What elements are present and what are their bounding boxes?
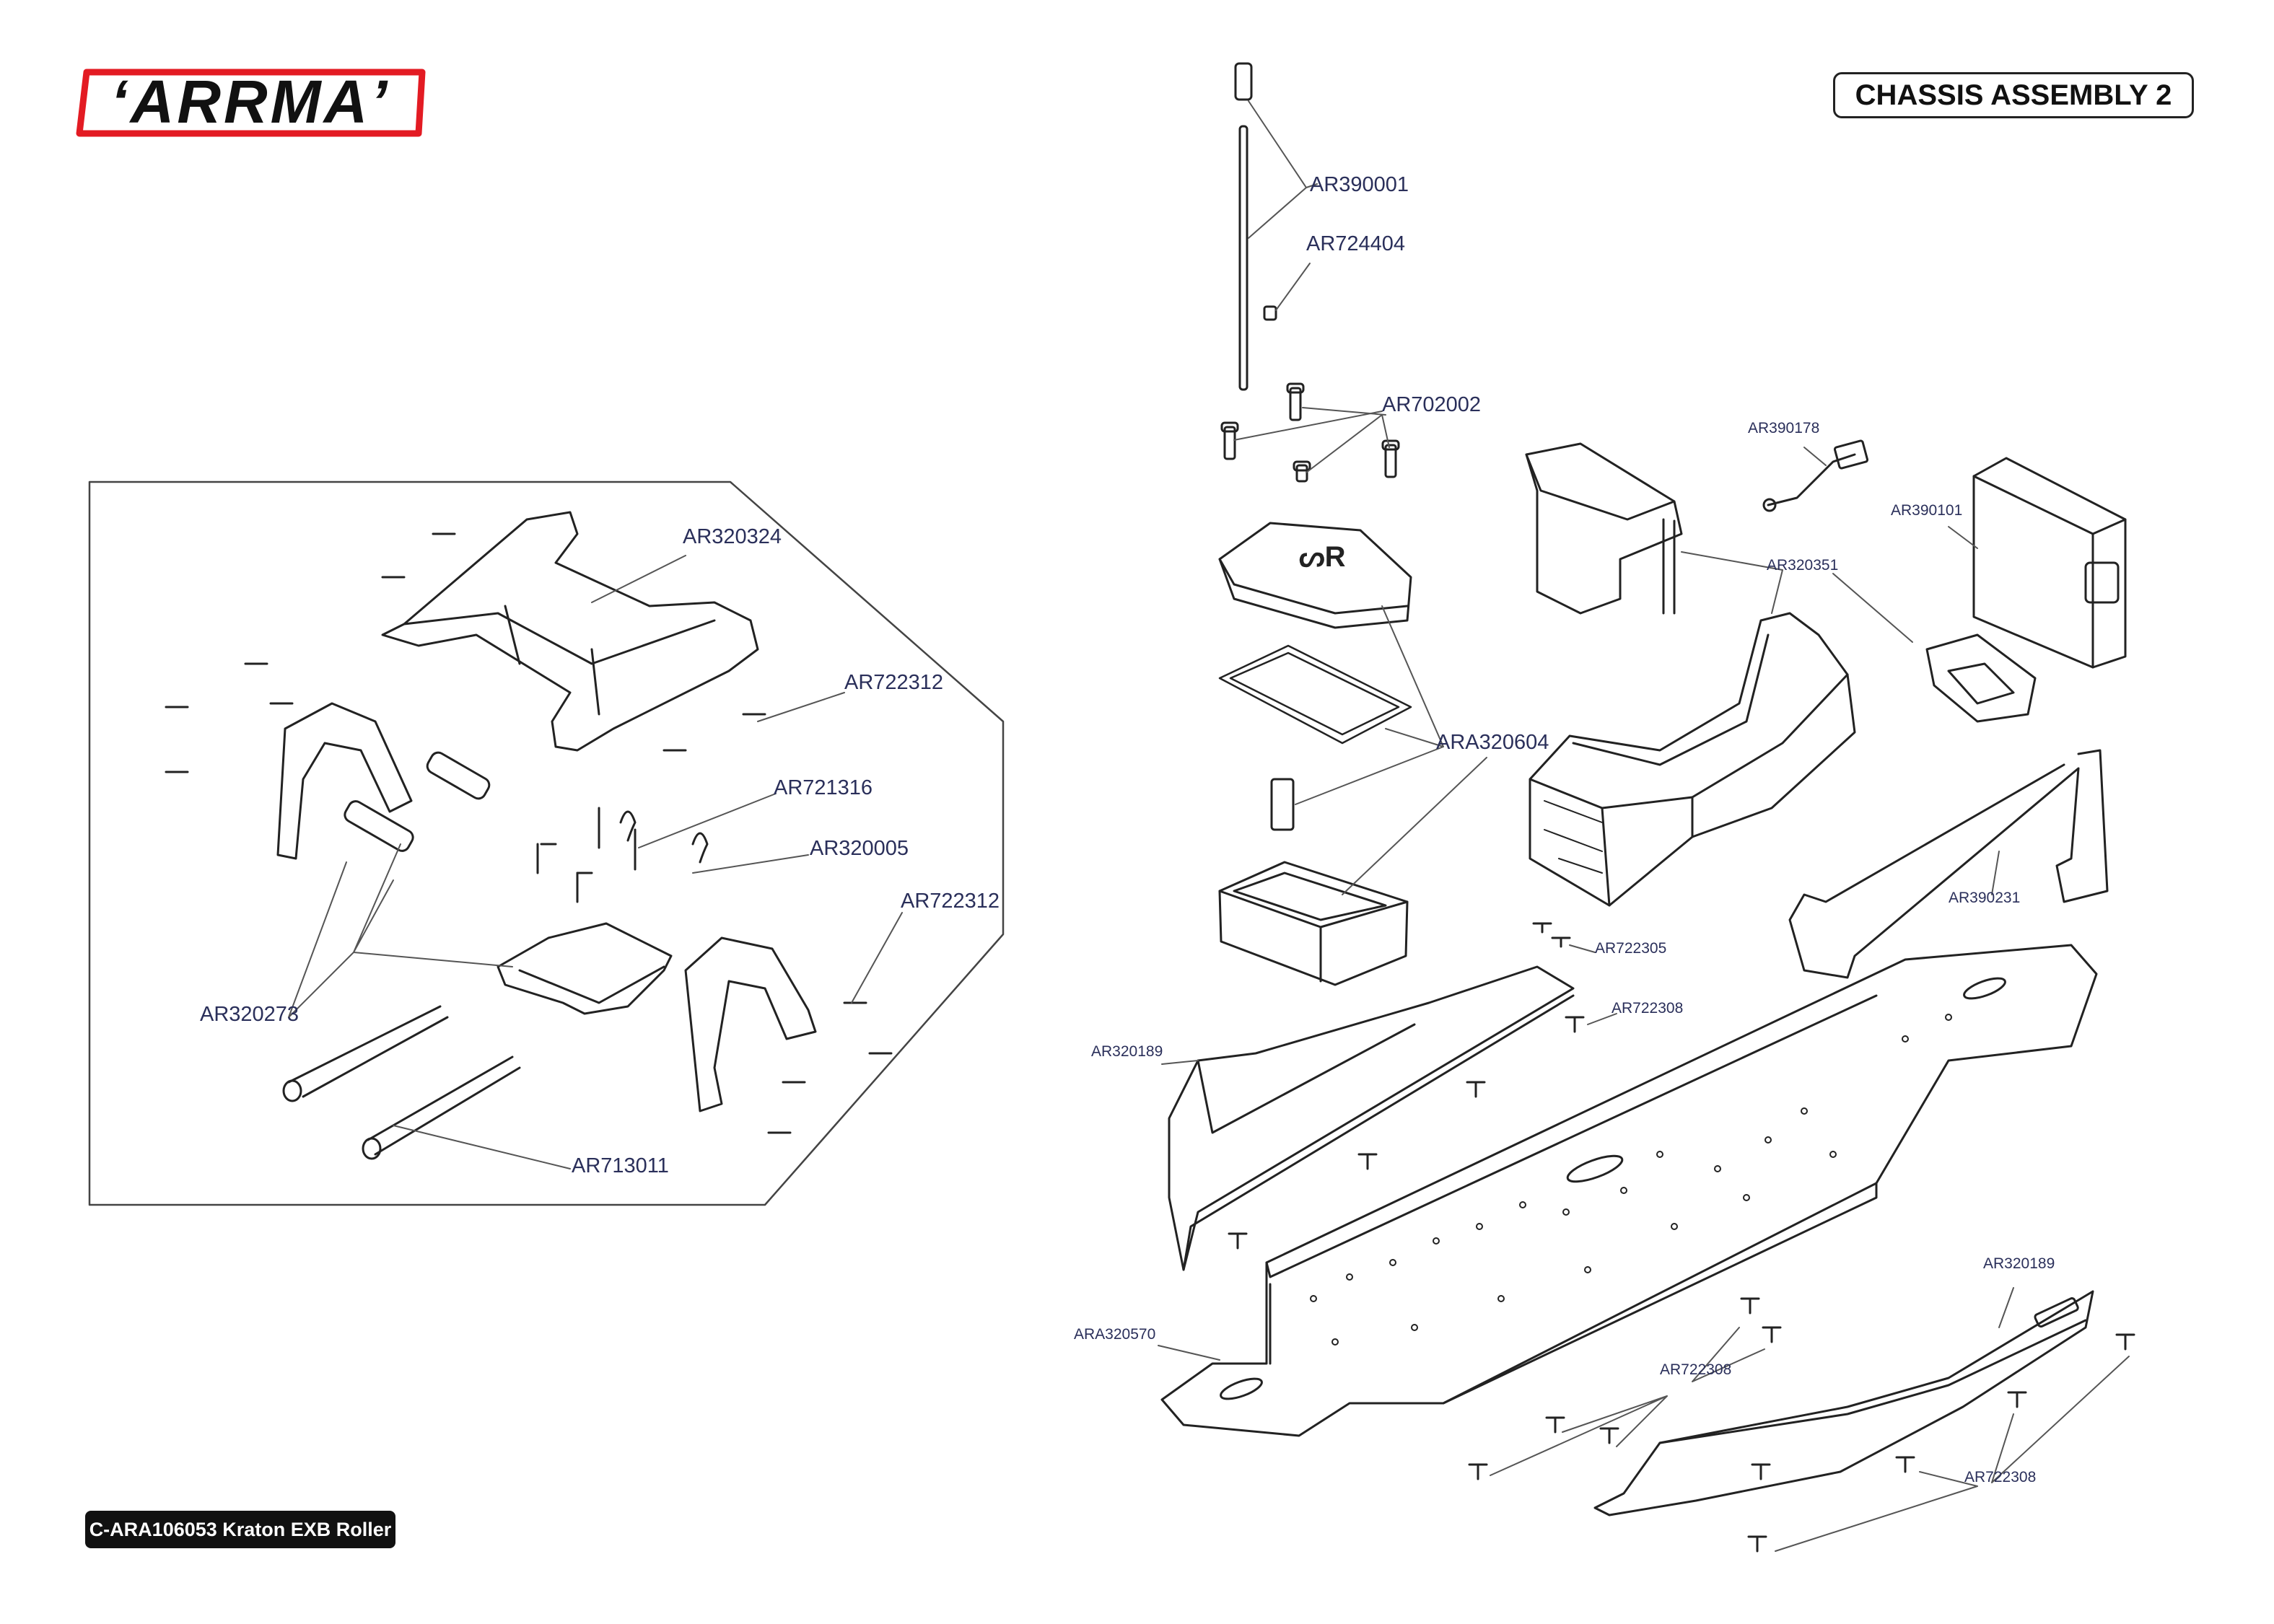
front-bumper bbox=[381, 511, 759, 752]
receiver-box-lid: ᔕR bbox=[1218, 522, 1412, 629]
battery-tray bbox=[1529, 612, 1856, 907]
callout-ar713011: AR713011 bbox=[572, 1154, 669, 1177]
svg-text:ᔕR: ᔕR bbox=[1299, 541, 1346, 573]
receiver-box-gasket bbox=[1218, 644, 1412, 745]
callout-ar724404: AR724404 bbox=[1306, 232, 1406, 255]
receiver-foam-block bbox=[1270, 778, 1295, 831]
battery-strap bbox=[1788, 749, 2109, 979]
side-guard-left bbox=[1168, 965, 1575, 1271]
callout-ar722312-bottom: AR722312 bbox=[901, 890, 1000, 913]
callout-ar320005: AR320005 bbox=[810, 837, 909, 860]
callout-ar390001: AR390001 bbox=[1310, 173, 1409, 196]
page-title: CHASSIS ASSEMBLY 2 bbox=[1833, 72, 2194, 118]
esc-wire-lead bbox=[1762, 439, 1869, 512]
callout-ar722308-top: AR722308 bbox=[1612, 1000, 1684, 1017]
callout-ar721316: AR721316 bbox=[774, 776, 873, 799]
callout-ar722308-middle: AR722308 bbox=[1660, 1361, 1732, 1378]
svg-text:ʻARRMAʼ: ʻARRMAʼ bbox=[110, 68, 390, 136]
callout-ara320604: ARA320604 bbox=[1436, 731, 1549, 754]
receiver-box bbox=[1218, 861, 1409, 986]
callout-ar722308-bottom: AR722308 bbox=[1964, 1469, 2037, 1485]
bumper-mount bbox=[497, 922, 673, 1015]
detail-inset-panel bbox=[88, 480, 1005, 1206]
body-clips bbox=[619, 810, 709, 864]
bumper-mount-links bbox=[276, 702, 817, 1112]
leader-lines bbox=[288, 100, 2130, 1552]
side-guard-right bbox=[1593, 1290, 2094, 1517]
inset-screws bbox=[165, 532, 893, 1134]
callout-ar320324: AR320324 bbox=[683, 525, 782, 548]
callout-ar320351: AR320351 bbox=[1767, 557, 1839, 574]
callout-ar390231: AR390231 bbox=[1949, 890, 2021, 906]
callout-ar722305: AR722305 bbox=[1595, 940, 1667, 957]
callout-ara320570: ARA320570 bbox=[1074, 1326, 1156, 1343]
callout-ar320273: AR320273 bbox=[200, 1003, 299, 1026]
callout-ar320189-right: AR320189 bbox=[1983, 1255, 2055, 1272]
antenna-tube bbox=[1234, 62, 1277, 391]
chassis-plate bbox=[1160, 944, 2098, 1437]
mount-spacers bbox=[344, 751, 491, 852]
electronics-box bbox=[1972, 457, 2127, 669]
battery-strap-clip bbox=[1925, 633, 2037, 723]
footer-part-number: C-ARA106053 Kraton EXB Roller bbox=[85, 1511, 395, 1548]
callout-ar722312-top: AR722312 bbox=[844, 671, 944, 694]
arrma-logo: ʻARRMAʼ bbox=[76, 68, 426, 137]
callout-ar702002: AR702002 bbox=[1382, 393, 1482, 416]
battery-hold-down bbox=[1525, 442, 1683, 615]
long-pins bbox=[282, 1005, 521, 1160]
chassis-holes bbox=[1310, 1014, 1952, 1346]
chassis-screws bbox=[1228, 922, 2135, 1553]
callout-ar390101: AR390101 bbox=[1891, 502, 1963, 519]
callout-ar320189-left: AR320189 bbox=[1091, 1043, 1163, 1060]
screws-ar702002 bbox=[1220, 382, 1400, 483]
callout-ar390178: AR390178 bbox=[1748, 420, 1820, 436]
